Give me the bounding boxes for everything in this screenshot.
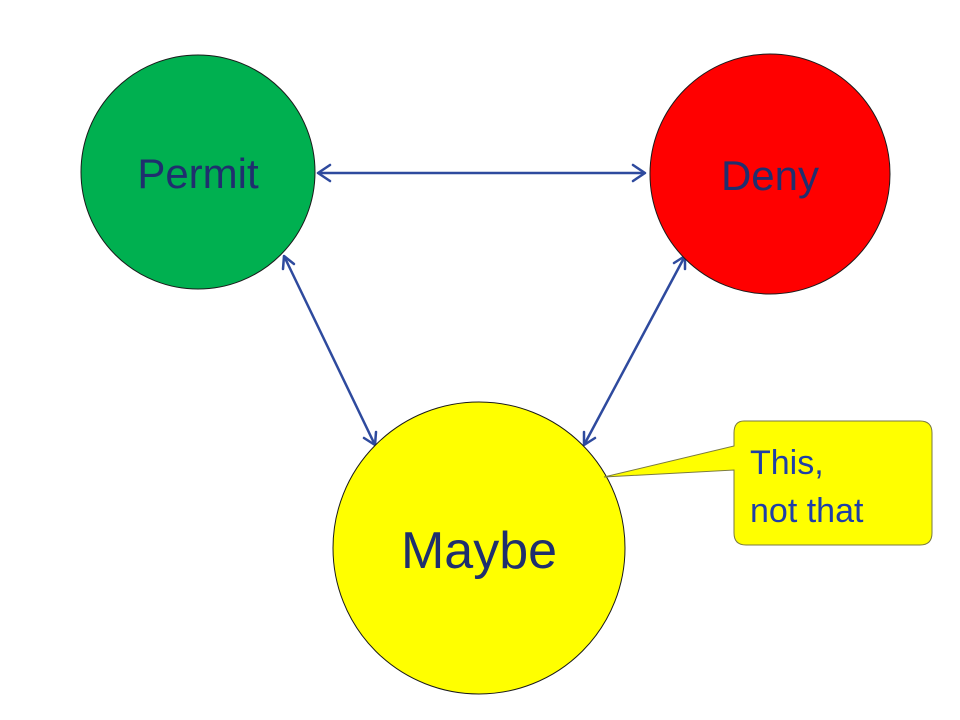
node-deny: Deny: [649, 53, 891, 295]
callout-line-1: This,: [750, 444, 824, 482]
callout-line-2: not that: [750, 492, 864, 530]
maybe-circle: [332, 401, 626, 695]
callout-bubble: [603, 420, 933, 546]
deny-circle: [649, 53, 891, 295]
connector-deny-maybe: [582, 254, 687, 447]
deny-label: Deny: [721, 152, 819, 199]
node-maybe: Maybe: [332, 401, 626, 695]
permit-circle: [80, 54, 316, 290]
arrowhead-left: [316, 163, 332, 183]
connector-permit-maybe: [281, 254, 378, 447]
arrowhead-right: [631, 163, 647, 183]
connector-permit-deny: [316, 163, 647, 183]
maybe-label: Maybe: [401, 522, 557, 580]
node-permit: Permit: [80, 54, 316, 290]
callout-this-not-that: This, not that: [603, 420, 933, 546]
arrowhead-down: [582, 430, 597, 447]
permit-label: Permit: [137, 150, 259, 197]
arrowhead-up: [281, 254, 296, 271]
